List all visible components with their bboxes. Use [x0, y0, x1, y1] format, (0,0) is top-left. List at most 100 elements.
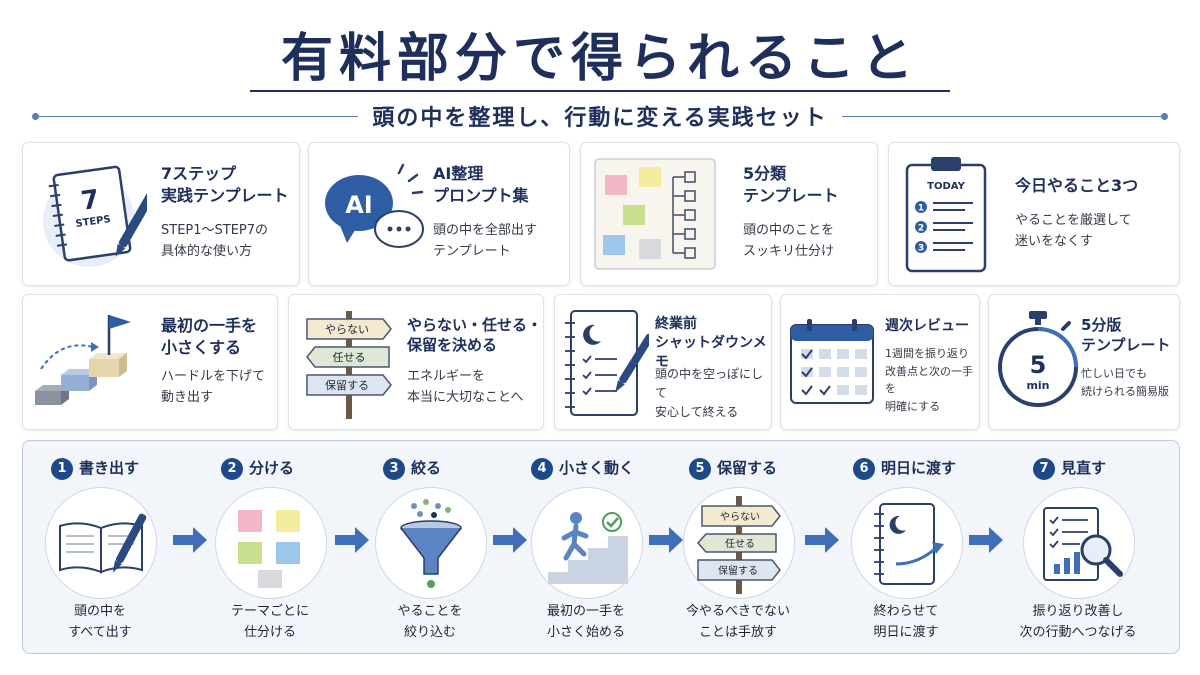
clipboard-icon: TODAY 1 2 3	[905, 157, 987, 273]
svg-text:やらない: やらない	[325, 323, 369, 336]
step-6-desc-line1: 終わらせて	[873, 604, 939, 619]
step-5-desc-line1: 今やるべきでない	[685, 604, 790, 619]
svg-text:1: 1	[918, 204, 924, 214]
page-title: 有料部分で得られること	[280, 28, 919, 89]
title-underline	[250, 90, 950, 92]
card-title-line1: 最初の一手を	[161, 316, 258, 335]
card-title-line2: シャットダウンメモ	[655, 334, 767, 370]
card-today-3-tasks: TODAY 1 2 3 今日やること3つ やることを厳選して 迷いをなくす	[888, 142, 1180, 286]
step-5-circle: やらない 任せる 保留する	[683, 487, 795, 599]
svg-text:TODAY: TODAY	[927, 181, 965, 192]
svg-text:やらない: やらない	[720, 511, 760, 523]
card-title-line2: テンプレート	[1081, 336, 1171, 355]
step-4-desc-line2: 小さく始める	[546, 625, 625, 641]
step-5-desc-line2: ことは手放す	[698, 625, 777, 641]
card-desc-line1: 1週間を振り返り	[885, 347, 969, 360]
step-3-desc-line2: 絞り込む	[403, 625, 456, 641]
card-title-line2: プロンプト集	[433, 185, 529, 205]
card-title-line1: 5分類	[743, 164, 787, 183]
card-desc-line1: ハードルを下げて	[161, 369, 266, 384]
card-title-line1: 週次レビュー	[885, 318, 969, 334]
card-title-line2: 実践テンプレート	[161, 185, 289, 205]
step-4-desc-line1: 最初の一手を	[546, 604, 625, 619]
svg-text:3: 3	[918, 244, 924, 254]
open-book-pen-icon	[59, 513, 147, 574]
sticky-board-icon	[594, 158, 716, 270]
svg-text:2: 2	[918, 224, 924, 234]
card-title-line1: 終業前	[655, 316, 697, 332]
card-desc-line2: 安心して終える	[655, 405, 739, 420]
card-desc-line2: 改善点と次の一手を	[885, 364, 973, 396]
card-desc-line3: 明確にする	[885, 399, 941, 413]
arrow-right-icon	[649, 527, 683, 553]
card-desc-line1: エネルギーを	[407, 369, 486, 384]
step-3-desc-line1: やることを	[397, 604, 463, 619]
card-desc-line2: スッキリ仕分け	[743, 243, 835, 259]
svg-text:任せる: 任せる	[725, 537, 755, 550]
arrow-right-icon	[173, 527, 207, 553]
divider-dot-left	[32, 113, 39, 120]
svg-text:min: min	[1026, 379, 1049, 392]
card-ai-prompts: AI AI整理 プロンプト集 頭の中を全部出す テンプレート	[308, 142, 570, 286]
card-title-line1: AI整理	[433, 164, 484, 183]
step-2-circle	[215, 487, 327, 599]
step-7-desc-line1: 振り返り改善し	[1032, 604, 1124, 619]
step-7-desc-line2: 次の行動へつなげる	[1019, 625, 1137, 641]
card-desc-line1: 頭の中を全部出す	[433, 223, 538, 238]
step-2-desc-line1: テーマごとに	[230, 604, 309, 619]
step-3-circle	[375, 487, 487, 599]
card-title-line2: 小さくする	[161, 337, 242, 357]
card-small-first-step: 最初の一手を 小さくする ハードルを下げて 動き出す	[22, 294, 278, 430]
card-desc-line1: 忙しい日でも	[1081, 367, 1147, 380]
steps-flag-icon	[35, 315, 131, 405]
stopwatch-icon: 5 min	[998, 311, 1078, 407]
arrow-right-icon	[493, 527, 527, 553]
card-title-line1: 今日やること3つ	[1015, 176, 1139, 195]
magnifier-report-icon	[1043, 507, 1123, 581]
card-desc-line1: 頭の中を空っぽにして	[655, 367, 764, 401]
card-title-line1: 5分版	[1081, 316, 1122, 334]
card-desc-line2: 続けられる簡易版	[1081, 384, 1169, 398]
card-7step-template: 7 STEPS 7ステップ 実践テンプレート STEP1〜STEP7の 具体的な…	[22, 142, 300, 286]
climbing-stairs-icon	[548, 512, 628, 584]
svg-text:保留する: 保留する	[325, 378, 369, 392]
step-1-desc-line1: 頭の中を	[73, 604, 126, 619]
funnel-icon	[400, 499, 462, 588]
card-desc-line1: STEP1〜STEP7の	[161, 223, 269, 238]
divider-dot-right	[1161, 113, 1168, 120]
card-title-line2: 保留を決める	[407, 336, 498, 355]
card-shutdown-memo: 終業前 シャットダウンメモ 頭の中を空っぽにして 安心して終える	[554, 294, 772, 430]
night-memo-icon	[565, 310, 649, 416]
card-title-line1: やらない・任せる・	[407, 316, 543, 334]
svg-text:7: 7	[79, 185, 101, 217]
svg-text:任せる: 任せる	[333, 351, 366, 364]
card-desc-line2: 迷いをなくす	[1015, 233, 1094, 249]
signpost-icon: やらない 任せる 保留する	[696, 496, 781, 594]
arrow-right-icon	[805, 527, 839, 553]
card-desc-line1: やることを厳選して	[1015, 213, 1132, 228]
card-decide-not-delegate-hold: やらない 任せる 保留する やらない・任せる・ 保留を決める エネルギーを 本当…	[288, 294, 544, 430]
sticky-notes-icon	[238, 510, 300, 588]
card-weekly-review: 週次レビュー 1週間を振り返り 改善点と次の一手を 明確にする	[780, 294, 980, 430]
step-6-circle	[851, 487, 963, 599]
card-desc-line2: 具体的な使い方	[161, 243, 253, 259]
svg-text:STEPS: STEPS	[75, 214, 112, 230]
notebook-moon-icon	[874, 503, 944, 585]
arrow-right-icon	[335, 527, 369, 553]
step-4-circle	[531, 487, 643, 599]
svg-text:AI: AI	[345, 191, 373, 219]
signpost-icon: やらない 任せる 保留する	[306, 311, 392, 419]
step-2-desc-line2: 仕分ける	[243, 625, 296, 641]
card-desc-line2: 動き出す	[161, 389, 214, 405]
card-5min-template: 5 min 5分版 テンプレート 忙しい日でも 続けられる簡易版	[988, 294, 1180, 430]
calendar-icon	[790, 319, 874, 404]
card-title-line1: 7ステップ	[161, 164, 237, 183]
card-title-line2: テンプレート	[743, 185, 839, 205]
